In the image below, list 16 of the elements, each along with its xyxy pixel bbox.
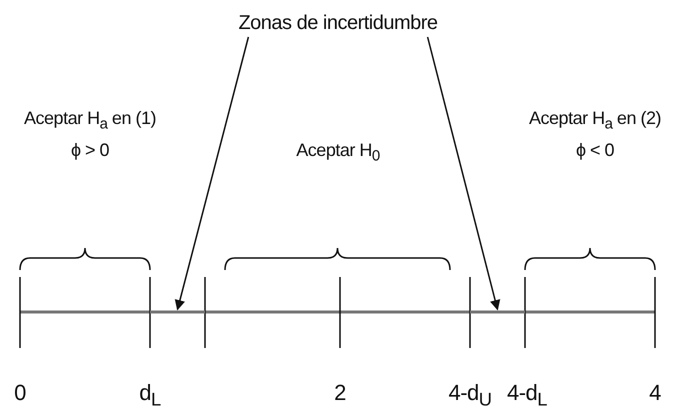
tick-label: 4: [649, 380, 661, 406]
tick-label: d$_{L}$: [139, 380, 161, 410]
leader-arrow: [426, 36, 500, 311]
range-label: Aceptar H$_{a}$ en (2): [529, 108, 661, 133]
callout-text: Zonas de incertidumbre: [238, 12, 438, 35]
condition-label: ϕ < 0: [576, 140, 614, 161]
tick-label: 4-d$_{L}$: [507, 380, 547, 410]
range-label: Aceptar H$_{0}$: [296, 140, 380, 165]
leader-arrow: [174, 36, 250, 311]
tick-label: 4-d$_{U}$: [448, 380, 492, 410]
uncertainty-zone-segment: [470, 310, 525, 314]
uncertainty-zone-segment: [150, 310, 205, 314]
condition-label: ϕ > 0: [70, 140, 110, 161]
tick-label: 0: [14, 380, 26, 406]
range-label: Aceptar H$_{a}$ en (1): [24, 108, 156, 133]
tick-label: 2: [334, 380, 346, 406]
